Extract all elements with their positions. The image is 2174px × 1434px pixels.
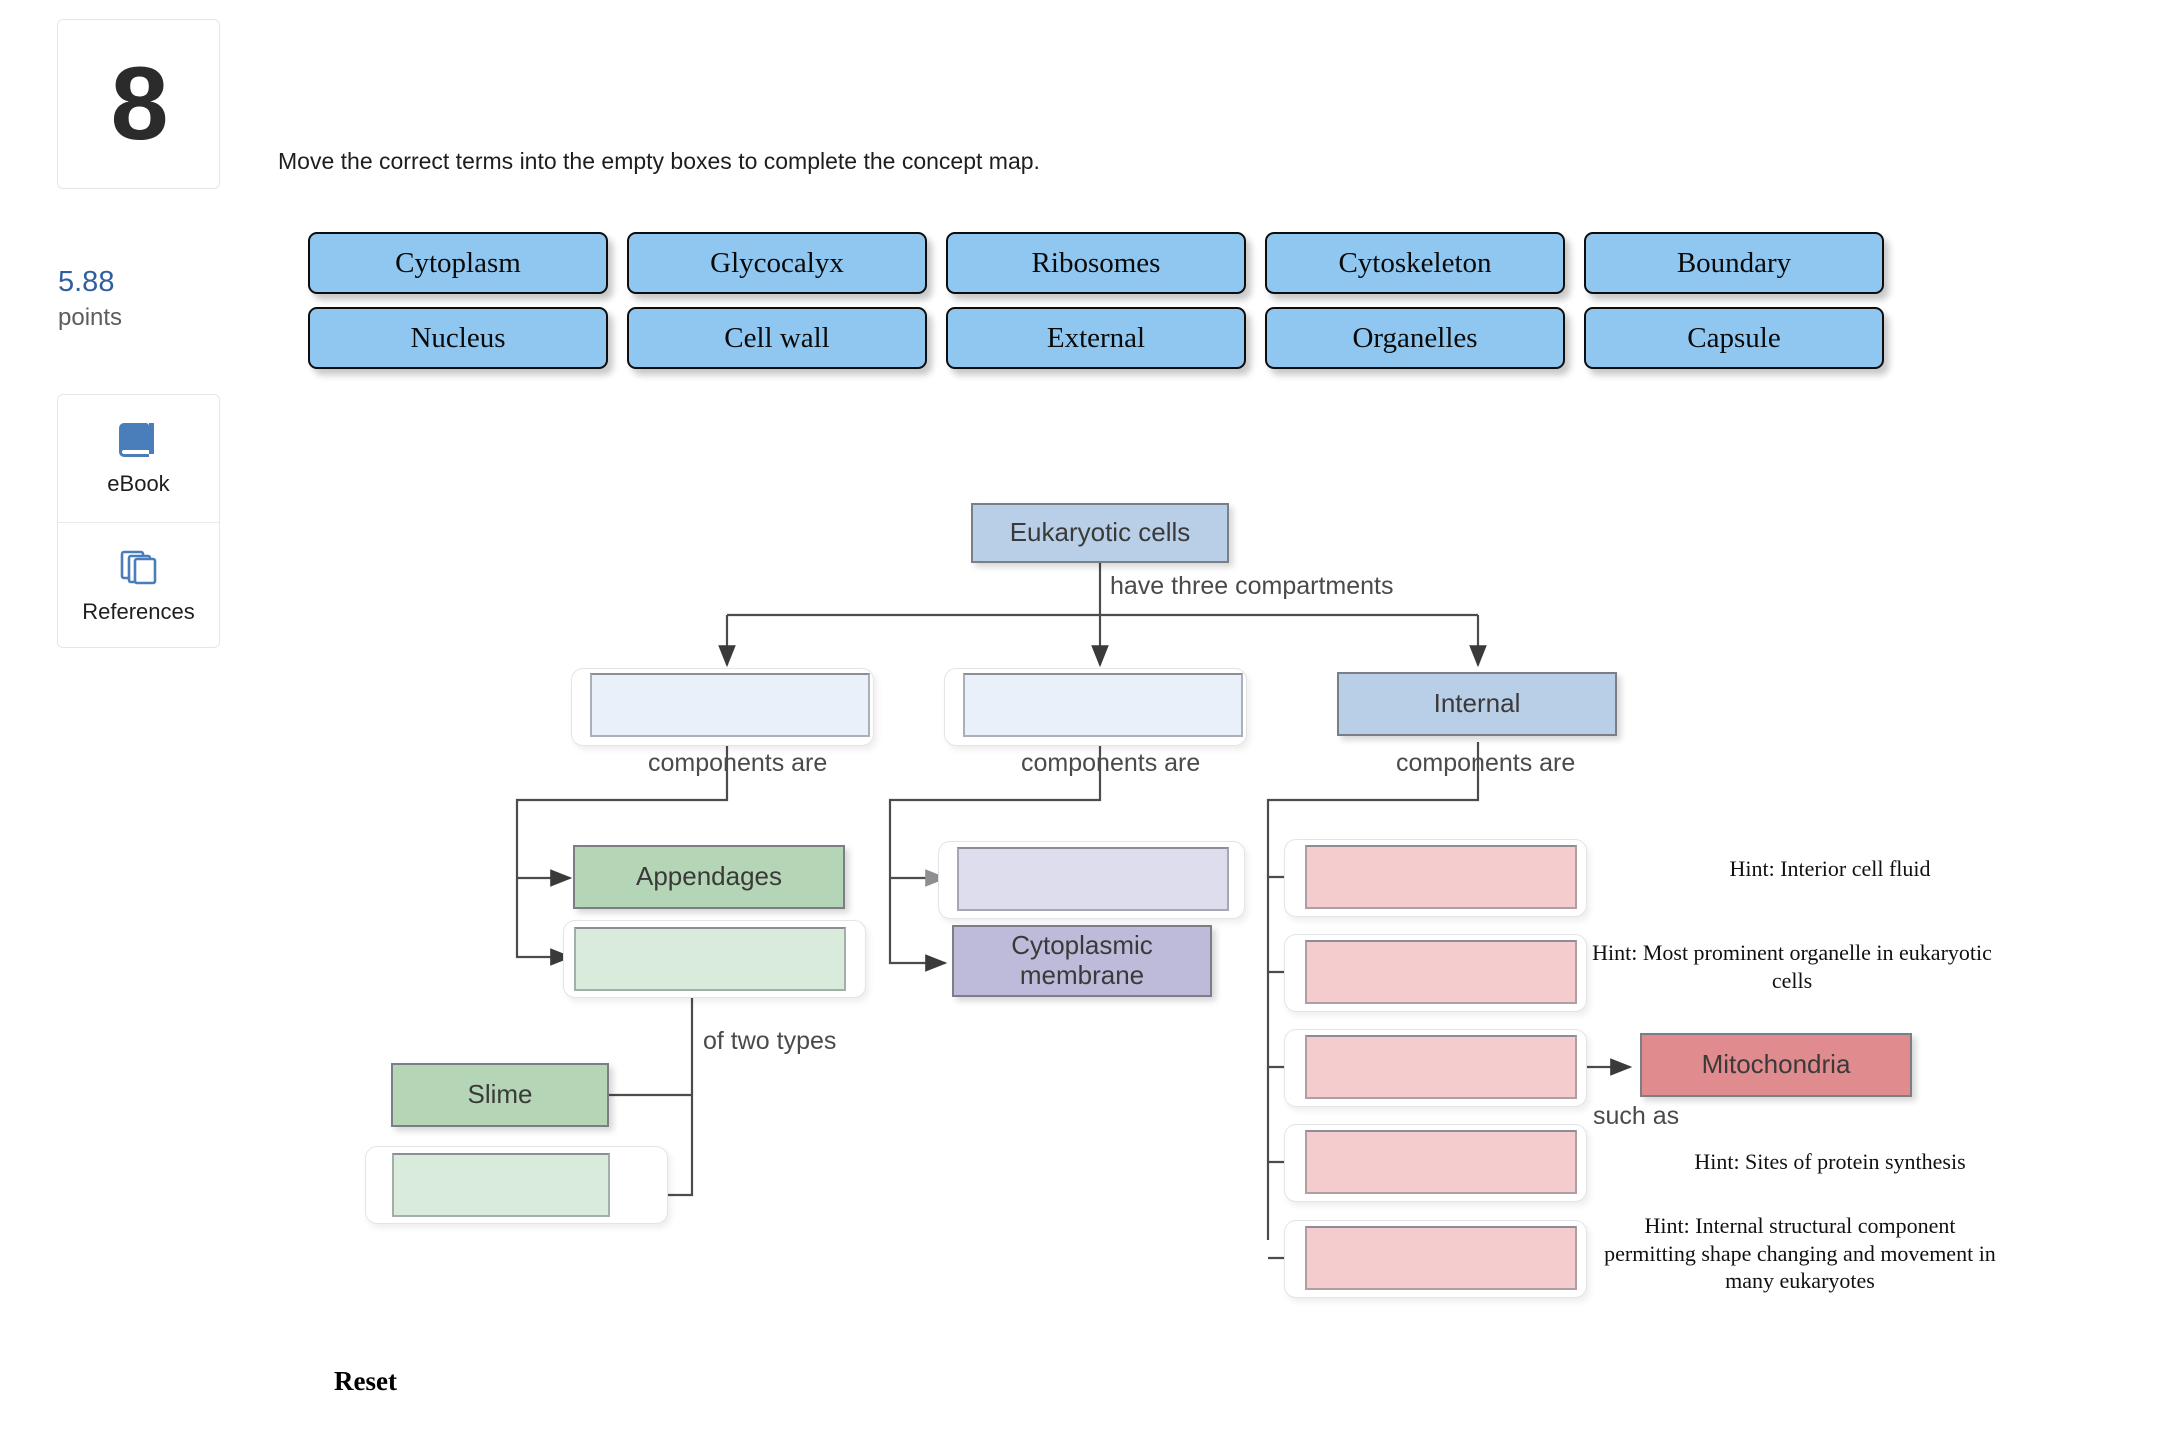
slot-middle-branch-1[interactable]	[938, 841, 1245, 919]
instruction-text: Move the correct terms into the empty bo…	[278, 148, 1040, 174]
node-internal[interactable]: Internal	[1337, 672, 1617, 736]
references-button[interactable]: References	[58, 522, 219, 647]
term-bank: Cytoplasm Glycocalyx Ribosomes Cytoskele…	[308, 232, 1884, 369]
slot-inner[interactable]	[1305, 845, 1577, 909]
slot-compartment-1[interactable]	[571, 668, 874, 746]
slot-inner[interactable]	[574, 927, 846, 991]
slot-inner[interactable]	[1305, 1226, 1577, 1290]
points-value: 5.88	[58, 266, 115, 298]
node-label: Internal	[1433, 688, 1521, 719]
term-bank-row-2: Nucleus Cell wall External Organelles Ca…	[308, 307, 1884, 369]
node-eukaryotic-cells[interactable]: Eukaryotic cells	[971, 503, 1229, 563]
node-mitochondria[interactable]: Mitochondria	[1640, 1033, 1912, 1097]
term-chip-boundary[interactable]: Boundary	[1584, 232, 1884, 294]
slot-compartment-2[interactable]	[944, 668, 1247, 746]
slot-right-branch-5[interactable]	[1284, 1220, 1587, 1298]
node-appendages[interactable]: Appendages	[573, 845, 845, 909]
reset-button[interactable]: Reset	[334, 1366, 397, 1396]
node-label: Slime	[467, 1079, 533, 1110]
node-label: Eukaryotic cells	[1009, 517, 1191, 548]
book-icon	[118, 420, 159, 463]
slot-right-branch-1[interactable]	[1284, 839, 1587, 917]
points-label: points	[58, 304, 123, 331]
slot-right-branch-4[interactable]	[1284, 1124, 1587, 1202]
hint-1: Hint: Interior cell fluid	[1729, 856, 1931, 881]
hint-5: Hint: Internal structural component perm…	[1604, 1213, 1996, 1293]
edge-label-of-two-types: of two types	[703, 1027, 837, 1055]
slot-left-branch-2[interactable]	[563, 920, 866, 998]
term-chip-ribosomes[interactable]: Ribosomes	[946, 232, 1246, 294]
node-cytoplasmic-membrane[interactable]: Cytoplasmic membrane	[952, 925, 1212, 997]
term-chip-external[interactable]: External	[946, 307, 1246, 369]
term-chip-cytoplasm[interactable]: Cytoplasm	[308, 232, 608, 294]
question-number-card: 8	[57, 19, 220, 189]
slot-right-branch-2[interactable]	[1284, 934, 1587, 1012]
term-bank-row-1: Cytoplasm Glycocalyx Ribosomes Cytoskele…	[308, 232, 1884, 294]
ebook-label: eBook	[107, 471, 170, 496]
slot-inner[interactable]	[1305, 1130, 1577, 1194]
node-label: Cytoplasmic membrane	[1011, 930, 1153, 990]
references-icon	[119, 548, 159, 591]
term-chip-cell-wall[interactable]: Cell wall	[627, 307, 927, 369]
slot-left-sub-2[interactable]	[365, 1146, 668, 1224]
edge-label-components-are-2: components are	[1021, 749, 1201, 777]
edge-label-have-three-compartments: have three compartments	[1110, 572, 1394, 600]
slot-inner[interactable]	[957, 847, 1229, 911]
term-chip-capsule[interactable]: Capsule	[1584, 307, 1884, 369]
edge-label-such-as: such as	[1593, 1102, 1680, 1130]
edge-label-components-are-3: components are	[1396, 749, 1576, 777]
slot-inner[interactable]	[1305, 1035, 1577, 1099]
tool-card: eBook References	[57, 394, 220, 648]
question-number: 8	[110, 46, 169, 162]
edge-label-components-are-1: components are	[648, 749, 828, 777]
hint-4: Hint: Sites of protein synthesis	[1694, 1149, 1966, 1174]
term-chip-cytoskeleton[interactable]: Cytoskeleton	[1265, 232, 1565, 294]
term-chip-nucleus[interactable]: Nucleus	[308, 307, 608, 369]
node-slime[interactable]: Slime	[391, 1063, 609, 1127]
slot-inner[interactable]	[1305, 940, 1577, 1004]
slot-inner[interactable]	[392, 1153, 610, 1217]
term-chip-organelles[interactable]: Organelles	[1265, 307, 1565, 369]
term-chip-glycocalyx[interactable]: Glycocalyx	[627, 232, 927, 294]
slot-inner[interactable]	[963, 673, 1243, 737]
ebook-button[interactable]: eBook	[58, 395, 219, 522]
references-label: References	[82, 598, 195, 624]
slot-right-branch-3[interactable]	[1284, 1029, 1587, 1107]
hint-2: Hint: Most prominent organelle in eukary…	[1592, 940, 1992, 993]
node-label: Appendages	[635, 861, 783, 892]
slot-inner[interactable]	[590, 673, 870, 737]
node-label: Mitochondria	[1701, 1049, 1851, 1080]
